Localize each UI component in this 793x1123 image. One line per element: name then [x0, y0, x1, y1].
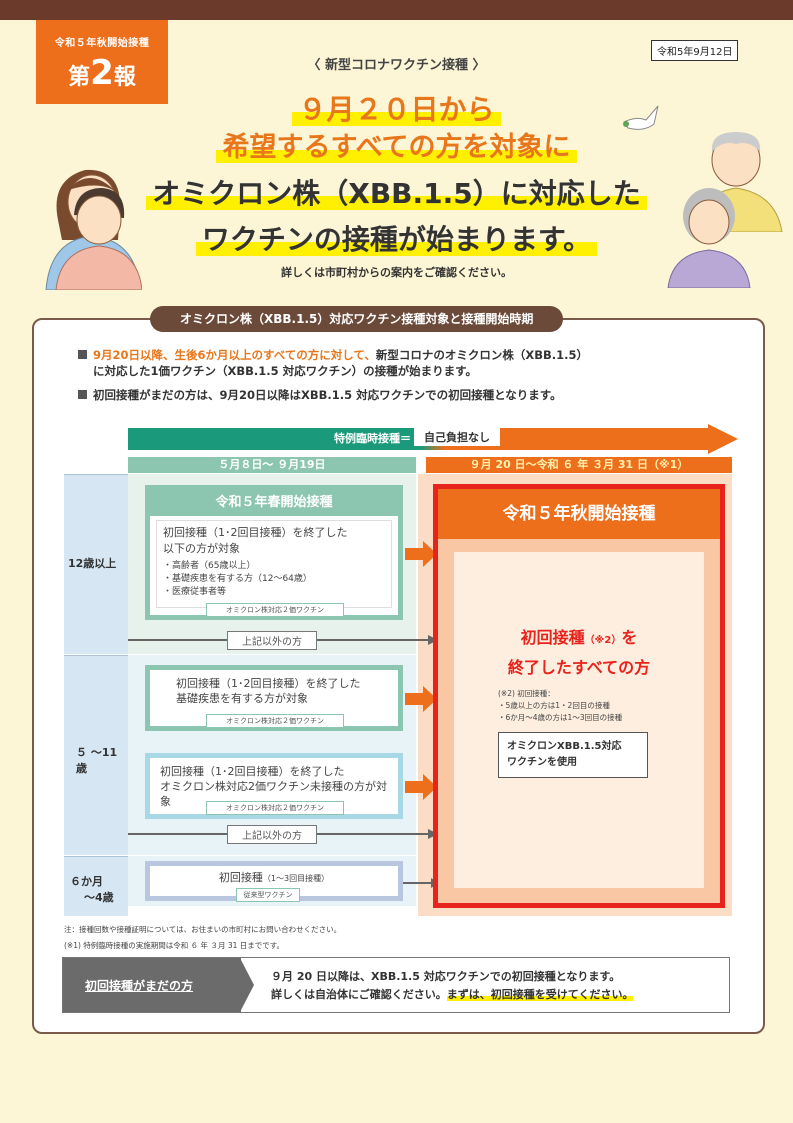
badge-number: 第2報 [68, 53, 136, 93]
arrow-value: 自己負担なし [414, 428, 500, 446]
first-dose-label: 初回接種がまだの方 [63, 958, 241, 1012]
arrow-mid2-to-autumn [405, 774, 437, 800]
mid-box-1: 初回接種（1･2回目接種）を終了した基礎疾患を有する方が対象 [145, 665, 403, 731]
headline-start: ワクチンの接種が始まります。 [0, 218, 793, 258]
footnote-1: 注：接種回数や接種証明については、お住まいの市町村にお問い合わせください。 [64, 925, 342, 934]
tag-bivalent-3: オミクロン株対応２価ワクチン [206, 801, 344, 815]
badge-caption: 令和５年秋開始接種 [54, 38, 150, 49]
other-label-2: 上記以外の方 [227, 825, 317, 844]
first-dose-text: ９月 20 日以降は、XBB.1.5 対応ワクチンでの初回接種となります。 詳し… [271, 970, 634, 1001]
edition-badge: 令和５年秋開始接種 第2報 [36, 20, 168, 104]
header-note: 詳しくは市町村からの案内をご確認ください。 [281, 266, 512, 279]
column-header-autumn: ９月 20 日～令和 ６ 年 ３月 31 日（※1） [426, 457, 732, 473]
other-label-1: 上記以外の方 [227, 631, 317, 650]
panel-title: オミクロン株（XBB.1.5）対応ワクチン接種対象と接種開始時期 [150, 306, 564, 332]
headline-target: 希望するすべての方を対象に [0, 125, 793, 164]
arrow-mid1-to-autumn [405, 686, 437, 712]
dove-icon [623, 105, 659, 130]
spring-box: 令和５年春開始接種 初回接種（1･2回目接種）を終了した 以下の方が対象 ・高齢… [145, 485, 403, 620]
first-dose-box: 初回接種がまだの方 ９月 20 日以降は、XBB.1.5 対応ワクチンでの初回接… [62, 957, 730, 1013]
grandmother-illustration [667, 188, 751, 288]
subheading: 〈 新型コロナワクチン接種 〉 [307, 58, 486, 73]
age-12plus: 12歳以上 [64, 474, 128, 654]
footnote-2: (※1) 特例臨時接種の実施期間は令和 ６ 年 ３月 31 日までです。 [64, 941, 285, 950]
autumn-box: 令和５年秋開始接種 初回接種（※2）を 終了したすべての方 (※2) 初回接種：… [433, 484, 725, 908]
headline-date: ９月２０日から [0, 88, 793, 128]
autumn-title: 令和５年秋開始接種 [438, 489, 720, 539]
label-arrow [240, 958, 254, 1012]
top-bar [0, 0, 793, 20]
arrow-label: 特例臨時接種＝ [334, 432, 411, 445]
age-5to11: ５ ～11歳 [64, 655, 128, 855]
bullet-2: 初回接種がまだの方は、9月20日以降はXBB.1.5 対応ワクチンでの初回接種と… [78, 387, 562, 403]
arrow-spring-to-autumn [405, 541, 437, 567]
age-infant: ６か月 ～4歳 [64, 856, 128, 916]
issue-date: 令和5年9月12日 [651, 40, 739, 61]
tag-bivalent-1: オミクロン株対応２価ワクチン [206, 603, 344, 617]
vaccine-note: オミクロンXBB.1.5対応 ワクチンを使用 [498, 732, 648, 778]
tag-conventional: 従来型ワクチン [236, 888, 300, 902]
headline-vaccine: オミクロン株（XBB.1.5）に対応した [0, 172, 793, 212]
autumn-inner: 初回接種（※2）を 終了したすべての方 (※2) 初回接種： ・5歳以上の方は1… [454, 552, 704, 888]
boy-illustration [55, 188, 142, 290]
tag-bivalent-2: オミクロン株対応２価ワクチン [206, 714, 344, 728]
column-header-spring: ５月８日～ ９月19日 [128, 457, 416, 473]
bullet-1: 9月20日以降、生後6か月以上のすべての方に対して、新型コロナのオミクロン株（X… [78, 347, 588, 379]
